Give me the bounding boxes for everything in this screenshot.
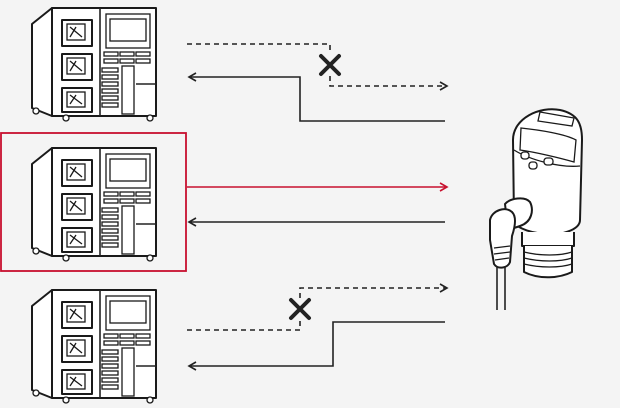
controller-bottom bbox=[31, 289, 157, 404]
selected-controller-highlight bbox=[0, 132, 187, 272]
pressure-sensor-icon bbox=[489, 108, 583, 310]
controller-middle bbox=[31, 147, 157, 262]
blocked-x-icon bbox=[289, 298, 311, 320]
bottom-output-blocked-line bbox=[187, 320, 301, 331]
top-output-dashed-arrow bbox=[329, 76, 449, 91]
blocked-x-icon bbox=[319, 54, 341, 76]
top-output-blocked-line bbox=[187, 43, 331, 54]
controller-top bbox=[31, 7, 157, 122]
top-input-arrow bbox=[187, 72, 445, 122]
bottom-output-dashed-arrow bbox=[299, 283, 449, 298]
bottom-input-arrow bbox=[187, 321, 445, 371]
